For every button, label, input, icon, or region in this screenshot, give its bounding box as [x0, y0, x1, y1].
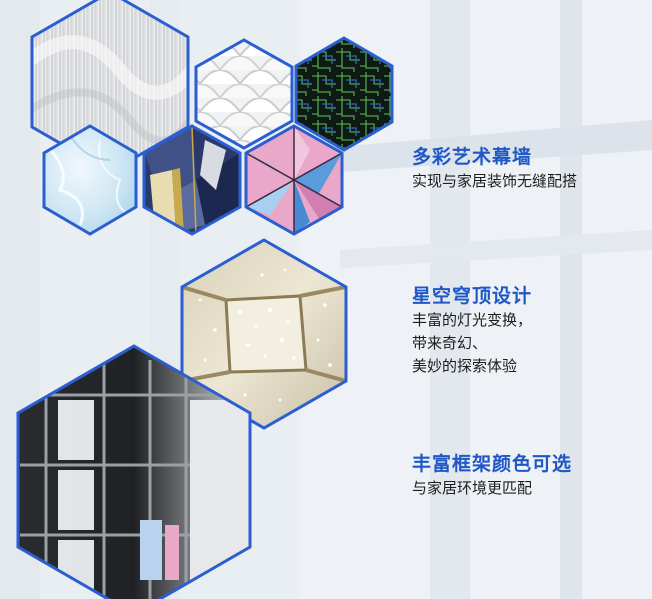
feature-starry-ceiling: 星空穹顶设计 丰富的灯光变换， 带来奇幻、 美妙的探索体验: [412, 283, 648, 378]
feature-title: 星空穹顶设计: [412, 285, 533, 307]
feature-art-curtain-wall: 多彩艺术幕墙 实现与家居装饰无缝配搭: [412, 144, 648, 193]
feature-title: 多彩艺术幕墙: [412, 146, 533, 168]
feature-description: 美妙的探索体验: [412, 357, 518, 375]
feature-description: 带来奇幻、: [412, 334, 488, 352]
feature-description: 丰富的灯光变换，: [412, 311, 533, 329]
feature-title: 丰富框架颜色可选: [412, 453, 573, 475]
feature-frame-colors: 丰富框架颜色可选 与家居环境更匹配: [412, 451, 648, 500]
navy-gold-geometric-image: [142, 124, 242, 236]
ice-blue-marble-image: [42, 124, 138, 236]
feature-description: 实现与家居装饰无缝配搭: [412, 172, 578, 190]
white-scale-pattern-image: [194, 38, 294, 150]
green-grid-pattern-image: [294, 36, 394, 152]
feature-description: 与家居环境更匹配: [412, 479, 533, 497]
pink-blue-prism-image: [244, 124, 344, 236]
